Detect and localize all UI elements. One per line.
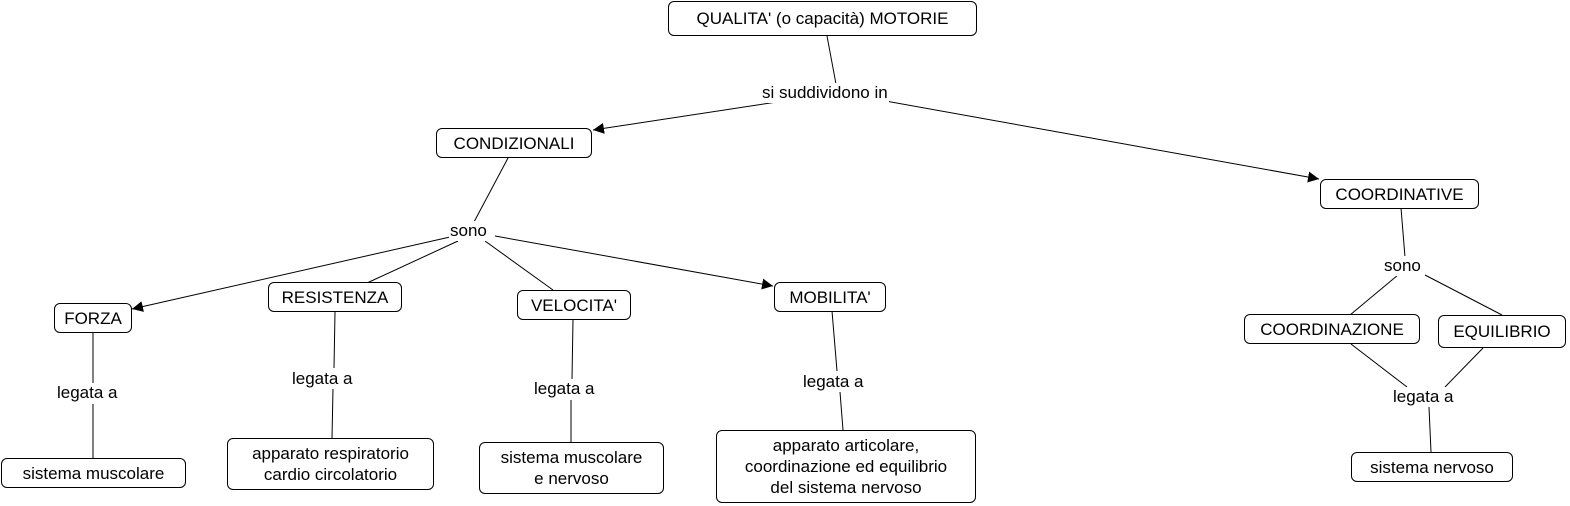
edge-sono-coordinazione xyxy=(1349,274,1399,316)
link-label-si-suddividono-in: si suddividono in xyxy=(761,83,889,103)
concept-sistema-nervoso[interactable]: sistema nervoso xyxy=(1351,452,1513,482)
concept-condizionali[interactable]: CONDIZIONALI xyxy=(436,128,592,158)
edge-coordinazione-legata xyxy=(1350,343,1408,388)
link-label-legata-a-velocita: legata a xyxy=(533,379,596,399)
edge-mobilita-legata xyxy=(831,310,838,372)
concept-coordinazione[interactable]: COORDINAZIONE xyxy=(1244,314,1420,344)
edge-condizionali-sono xyxy=(473,157,509,223)
edge-suddividono-coordinative xyxy=(879,99,1320,183)
concept-resistenza[interactable]: RESISTENZA xyxy=(268,282,402,312)
concept-sistema-muscolare[interactable]: sistema muscolare xyxy=(1,458,186,488)
edge-legata-apparato-articolare xyxy=(839,391,844,431)
link-label-legata-a-forza: legata a xyxy=(56,383,119,403)
edge-sono-resistenza xyxy=(366,240,459,284)
edge-sono-mobilita xyxy=(494,235,774,290)
concept-mobilita[interactable]: MOBILITA' xyxy=(774,282,886,312)
edge-resistenza-legata xyxy=(333,311,336,369)
edge-legata-sistema-nervoso xyxy=(1428,406,1432,453)
edge-root-suddividono xyxy=(826,35,837,85)
edge-suddividono-condizionali xyxy=(592,99,791,134)
concept-velocita[interactable]: VELOCITA' xyxy=(517,290,631,320)
edge-velocita-legata xyxy=(571,318,574,380)
link-label-legata-a-resistenza: legata a xyxy=(291,369,354,389)
edge-sono-forza xyxy=(131,236,451,312)
link-label-legata-a-mobilita: legata a xyxy=(802,372,865,392)
edge-sono-velocita xyxy=(484,240,554,291)
concept-sistema-muscolare-nervoso[interactable]: sistema muscolare e nervoso xyxy=(479,442,664,494)
concept-coordinative[interactable]: COORDINATIVE xyxy=(1320,179,1479,209)
concept-apparato-articolare[interactable]: apparato articolare, coordinazione ed eq… xyxy=(716,430,976,503)
link-label-sono-condizionali: sono xyxy=(449,221,488,241)
concept-forza[interactable]: FORZA xyxy=(54,303,132,333)
concept-qualita-motorie[interactable]: QUALITA' (o capacità) MOTORIE xyxy=(668,1,977,36)
edge-coordinative-sono xyxy=(1400,207,1406,258)
edge-sono-equilibrio xyxy=(1424,274,1503,316)
edge-legata-apparato-respiratorio xyxy=(331,388,334,439)
concept-equilibrio[interactable]: EQUILIBRIO xyxy=(1438,315,1566,348)
edge-equilibrio-legata xyxy=(1444,347,1484,388)
link-label-legata-a-coordinative: legata a xyxy=(1392,387,1455,407)
concept-apparato-respiratorio[interactable]: apparato respiratorio cardio circolatori… xyxy=(227,438,434,490)
link-label-sono-coordinative: sono xyxy=(1383,256,1422,276)
